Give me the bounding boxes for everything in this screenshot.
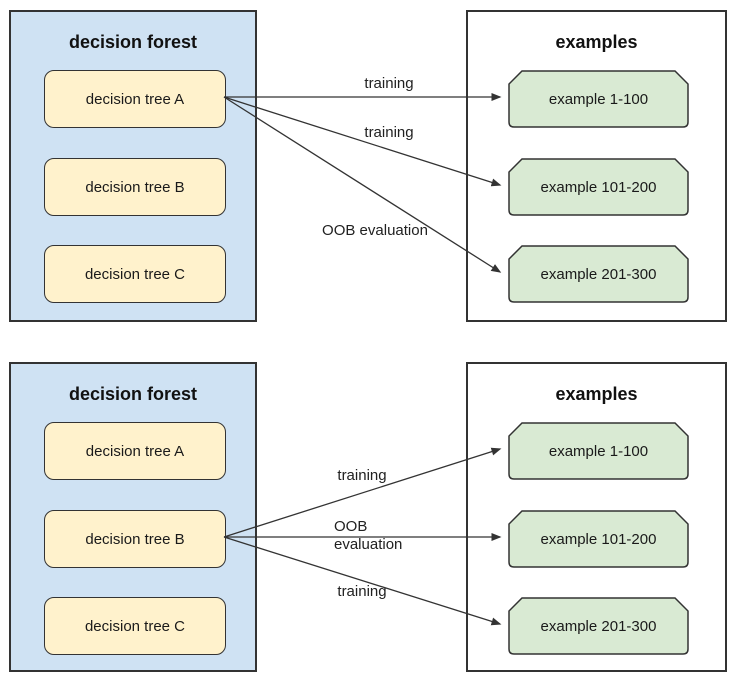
tree-node-label: decision tree C <box>84 265 186 283</box>
forest-panel: decision forest decision tree A decision… <box>9 362 257 672</box>
example-node-label: example 1-100 <box>548 442 649 460</box>
forest-panel-title: decision forest <box>68 384 198 404</box>
tree-node-label: decision tree A <box>85 90 185 108</box>
example-node-3: example 201-300 <box>508 597 689 655</box>
arrow-label-training-2: training <box>364 124 414 141</box>
beveled-card-shape <box>508 422 689 480</box>
tree-node-label: decision tree B <box>85 178 185 196</box>
example-node-1: example 1-100 <box>508 422 689 480</box>
examples-panel: examples example 1-100 example 101-200 e… <box>466 362 727 672</box>
tree-node-c: decision tree C <box>44 597 226 655</box>
example-node-label: example 101-200 <box>540 178 657 196</box>
diagram-bottom: decision forest decision tree A decision… <box>0 362 737 672</box>
beveled-card-shape <box>508 597 689 655</box>
tree-node-label: decision tree B <box>85 530 185 548</box>
arrow-label-oob-evaluation-2: OOB evaluation <box>334 518 403 553</box>
example-node-3: example 201-300 <box>508 245 689 303</box>
beveled-card-shape <box>508 510 689 568</box>
tree-node-b: decision tree B <box>44 510 226 568</box>
arrow-label-training-4: training <box>337 583 387 600</box>
tree-node-a: decision tree A <box>44 422 226 480</box>
tree-node-c: decision tree C <box>44 245 226 303</box>
forest-panel-title: decision forest <box>68 32 198 52</box>
beveled-card-shape <box>508 245 689 303</box>
example-node-label: example 1-100 <box>548 90 649 108</box>
forest-panel: decision forest decision tree A decision… <box>9 10 257 322</box>
diagram-top: decision forest decision tree A decision… <box>0 10 737 322</box>
example-node-label: example 201-300 <box>540 265 657 283</box>
examples-panel-title: examples <box>555 32 638 52</box>
examples-panel: examples example 1-100 example 101-200 e… <box>466 10 727 322</box>
tree-node-label: decision tree A <box>85 442 185 460</box>
arrow-label-oob-evaluation: OOB evaluation <box>322 222 428 239</box>
tree-node-label: decision tree C <box>84 617 186 635</box>
tree-node-b: decision tree B <box>44 158 226 216</box>
example-node-label: example 101-200 <box>540 530 657 548</box>
beveled-card-shape <box>508 158 689 216</box>
example-node-label: example 201-300 <box>540 617 657 635</box>
arrow-label-training-1: training <box>364 75 414 92</box>
examples-panel-title: examples <box>555 384 638 404</box>
example-node-2: example 101-200 <box>508 158 689 216</box>
example-node-1: example 1-100 <box>508 70 689 128</box>
tree-node-a: decision tree A <box>44 70 226 128</box>
beveled-card-shape <box>508 70 689 128</box>
example-node-2: example 101-200 <box>508 510 689 568</box>
arrow-label-training-3: training <box>337 467 387 484</box>
